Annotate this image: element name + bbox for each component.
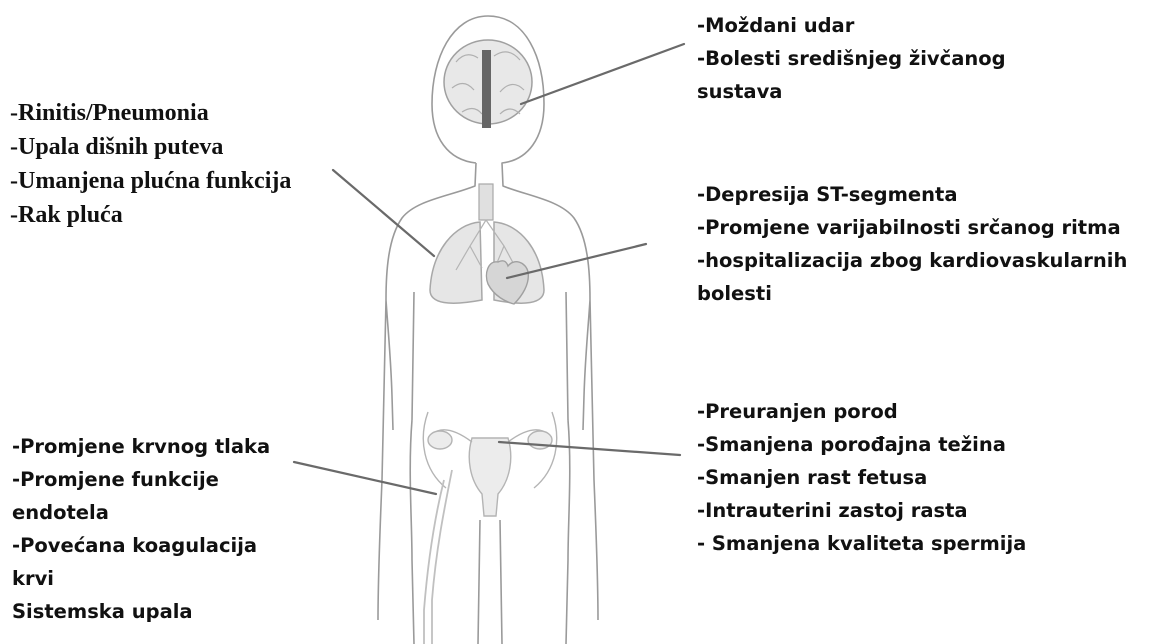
blood-effect: -Promjene krvnog tlaka <box>12 430 270 463</box>
brain-effect: -Bolesti središnjeg živčanog <box>697 42 1006 75</box>
lung-effect: -Rak pluća <box>10 198 291 232</box>
pointer-blood <box>294 462 436 494</box>
uterus <box>469 438 511 516</box>
pointer-brain <box>521 44 684 104</box>
left-lung <box>430 222 482 303</box>
reproductive-effect: -Intrauterini zastoj rasta <box>697 494 1026 527</box>
heart-effect: -Depresija ST-segmenta <box>697 178 1127 211</box>
pointer-reproductive <box>499 442 680 455</box>
blood-effect: krvi <box>12 562 270 595</box>
lung-effect: -Umanjena plućna funkcija <box>10 164 291 198</box>
brain-effects-list: -Moždani udar -Bolesti središnjeg živčan… <box>697 9 1006 108</box>
blood-vessels <box>424 470 452 644</box>
brain-effect: -Moždani udar <box>697 9 1006 42</box>
brain-effect: sustava <box>697 75 1006 108</box>
heart-effect: -hospitalizacija zbog kardiovaskularnih <box>697 244 1127 277</box>
pointer-lungs <box>333 170 434 256</box>
lung-effect: -Upala dišnih puteva <box>10 130 291 164</box>
heart-effects-list: -Depresija ST-segmenta -Promjene varijab… <box>697 178 1127 310</box>
left-ovary <box>428 431 452 449</box>
reproductive-effect: -Smanjena porođajna težina <box>697 428 1026 461</box>
blood-effect: -Povećana koagulacija <box>12 529 270 562</box>
blood-effect: -Promjene funkcije <box>12 463 270 496</box>
blood-effect: Sistemska upala <box>12 595 270 628</box>
brain <box>444 40 532 128</box>
heart-effect: -Promjene varijabilnosti srčanog ritma <box>697 211 1127 244</box>
reproductive-effect: -Smanjen rast fetusa <box>697 461 1026 494</box>
trachea <box>479 184 493 220</box>
reproductive-effect: -Preuranjen porod <box>697 395 1026 428</box>
femoral-artery <box>432 470 452 644</box>
blood-effects-list: -Promjene krvnog tlaka -Promjene funkcij… <box>12 430 270 628</box>
femoral-vein <box>424 480 444 644</box>
reproductive-effects-list: -Preuranjen porod -Smanjena porođajna te… <box>697 395 1026 560</box>
lung-effects-list: -Rinitis/Pneumonia -Upala dišnih puteva … <box>10 96 291 232</box>
reproductive-effect: - Smanjena kvaliteta spermija <box>697 527 1026 560</box>
brain-stem <box>482 50 491 128</box>
heart-effect: bolesti <box>697 277 1127 310</box>
lung-effect: -Rinitis/Pneumonia <box>10 96 291 130</box>
blood-effect: endotela <box>12 496 270 529</box>
reproductive-organs <box>423 412 556 516</box>
